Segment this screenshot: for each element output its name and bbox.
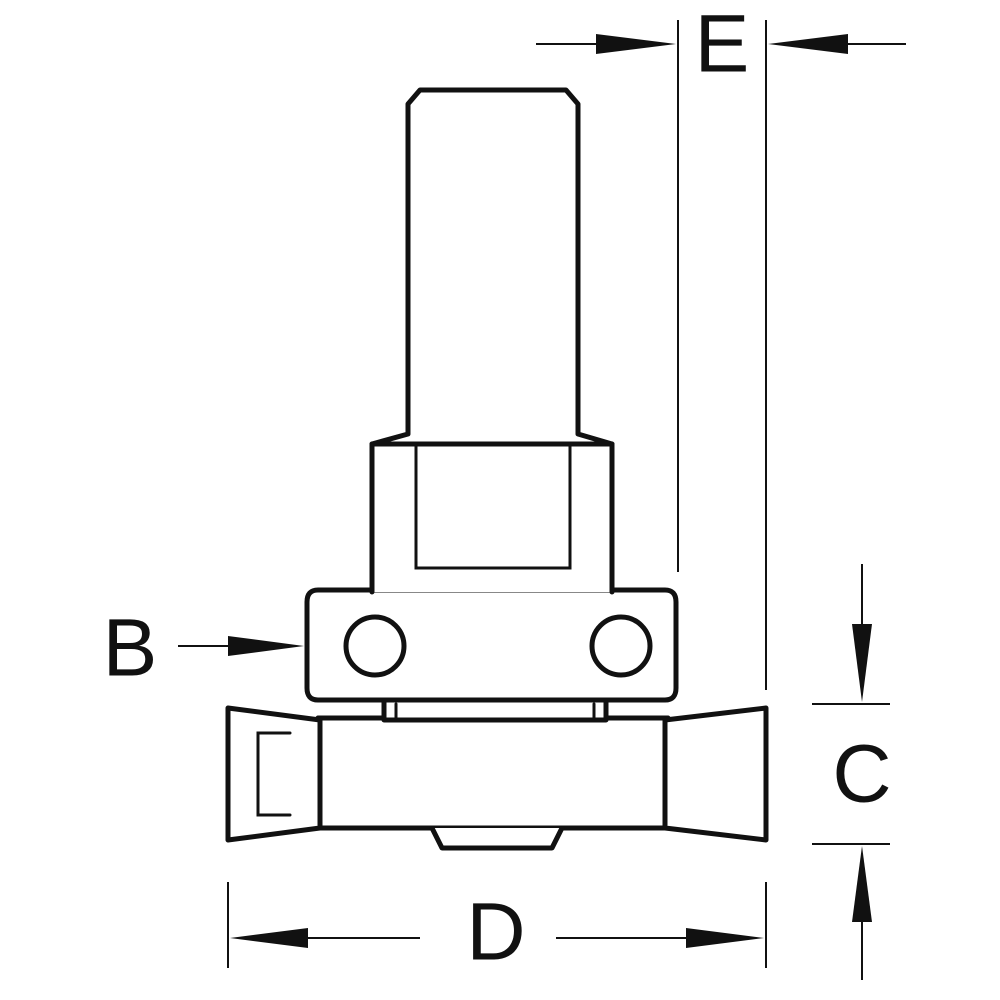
collar-outline <box>369 441 615 595</box>
dimension-e: E <box>536 0 906 690</box>
e-arrow-left <box>596 34 676 54</box>
right-screw-hole <box>589 614 653 678</box>
spacer <box>381 697 609 723</box>
right-tip-outline <box>662 705 769 843</box>
left-tip-outline <box>225 705 323 843</box>
dimension-b: B <box>103 603 304 694</box>
b-arrow <box>228 636 304 656</box>
label-c: C <box>832 729 891 820</box>
cutter-body <box>315 715 671 851</box>
spacer-detail <box>394 702 596 720</box>
c-arrow-top <box>852 624 872 702</box>
c-arrow-bottom <box>852 846 872 922</box>
cutter-disc <box>315 715 671 831</box>
d-arrow-left <box>230 928 308 948</box>
collar-inner-line <box>414 444 572 570</box>
bottom-boss <box>429 825 565 851</box>
label-d: D <box>466 887 525 978</box>
label-b: B <box>103 603 158 694</box>
shank-outline <box>369 87 615 447</box>
bearing-outline <box>304 587 679 703</box>
left-screw-hole <box>343 614 407 678</box>
dimension-d: D <box>227 882 767 978</box>
e-arrow-right <box>768 34 848 54</box>
spacer-ring <box>381 697 609 723</box>
shank <box>369 87 615 447</box>
bearing-plate <box>304 587 679 703</box>
right-cutting-tip <box>662 705 769 843</box>
d-arrow-right <box>686 928 764 948</box>
collar <box>369 441 615 595</box>
dimension-c: C <box>812 564 892 980</box>
left-tip-insert <box>256 731 292 817</box>
label-e: E <box>695 0 750 90</box>
left-cutting-tip <box>225 705 323 843</box>
